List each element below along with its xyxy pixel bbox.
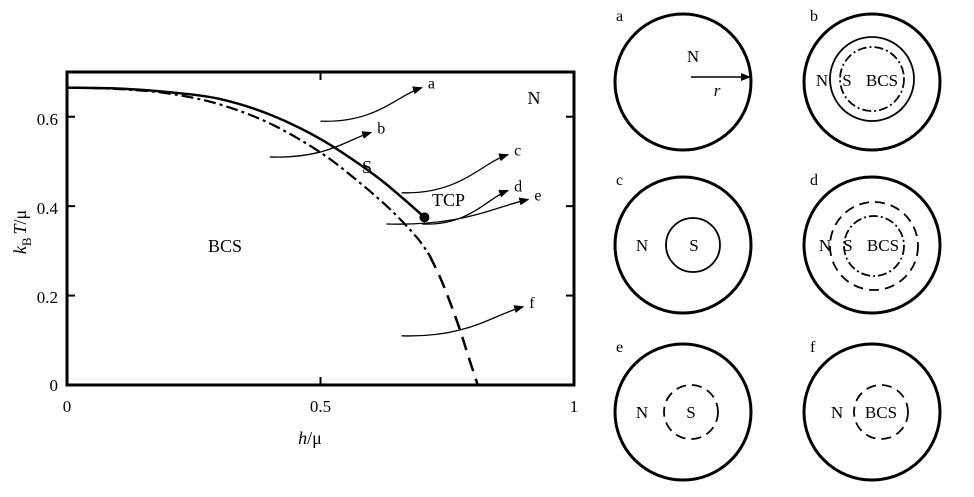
panel-b-s-label: S [842,71,851,90]
panel-d-bcs-label: BCS [867,236,899,255]
panel-e-s-label: S [686,403,695,422]
panel-f-dashed-ring [853,384,909,440]
panel-b-normal-label: N [816,71,828,90]
panel-a-radius-label: r [714,81,721,100]
panel-c: c N S [613,172,753,315]
panel-f-outer-ring [802,342,942,482]
trajectory-label-a: a [428,76,435,93]
trajectory-label-b: b [377,120,385,137]
first-order-dashed-line [428,254,479,386]
panel-f-normal-label: N [831,403,843,422]
y-tick-label-1: 0.2 [37,288,58,307]
x-tick-label-0: 0 [63,397,72,416]
panel-a-outer-ring [613,12,753,152]
x-tick-label-2: 1 [570,397,579,416]
trajectory-label-d: d [514,178,522,195]
panel-d-s-label: S [843,236,852,255]
y-tick-label-3: 0.6 [37,110,58,129]
panel-c-s-label: S [689,236,698,255]
panel-c-letter: c [616,172,623,189]
panel-a-letter: a [616,8,623,25]
panel-b-outer-ring [802,12,942,152]
plot-frame [65,70,576,387]
panel-b-dashdot-ring [839,46,905,112]
x-ticks [66,72,575,385]
panel-c-normal-label: N [636,236,648,255]
panel-d-dashed-ring [829,201,919,291]
trajectory-d [421,189,510,225]
region-bcs-label: BCS [208,236,242,256]
second-order-line [66,86,426,219]
trajectory-label-c: c [514,143,521,160]
panel-a: a N r [613,8,753,152]
x-axis-label: h/μ [298,428,322,448]
trajectory-e [386,197,530,225]
panel-d-dashdot-ring [843,215,905,277]
panel-b-bcs-label: BCS [866,71,898,90]
panel-b: b N S BCS [802,8,942,152]
panel-e-normal-label: N [636,403,648,422]
trajectory-label-e: e [534,187,541,204]
panel-f-letter: f [810,339,816,356]
panel-d-normal-label: N [819,236,831,255]
y-axis-label: kBT/μ [10,210,34,254]
trajectory-f [401,305,525,337]
panel-e-letter: e [616,339,623,356]
panel-f: f N BCS [802,339,942,482]
trajectories: a b c de f [269,76,541,337]
panel-d-letter: d [810,172,818,189]
panel-d: d N S BCS [802,172,942,315]
trajectory-a [320,86,423,122]
y-tick-label-2: 0.4 [37,199,59,218]
trajectory-b [269,131,373,158]
tricritical-point [419,212,430,223]
panel-b-letter: b [810,8,818,25]
first-order-dashdot-line [66,86,431,256]
region-normal-label: N [528,88,541,108]
panel-e: e N S [613,339,753,482]
panel-c-solid-ring [665,217,721,273]
tcp-label: TCP [432,190,465,210]
panel-e-dashed-ring [663,384,719,440]
trajectory-label-f: f [529,295,535,312]
panel-a-normal-label: N [687,47,699,66]
x-tick-label-1: 0.5 [310,397,331,416]
panel-c-outer-ring [613,175,753,315]
panel-b-solid-ring [829,36,915,122]
panel-d-outer-ring [802,175,942,315]
y-tick-label-0: 0 [50,376,59,395]
y-ticks [67,115,574,386]
panel-f-bcs-label: BCS [865,403,897,422]
trajectory-c [401,153,510,194]
panel-e-outer-ring [613,342,753,482]
phase-diagram: 0 0.5 1 0 0.2 0.4 0.6 h/μ kBT/μ a b c de f B… [10,70,579,448]
region-s-label: S [362,157,372,177]
